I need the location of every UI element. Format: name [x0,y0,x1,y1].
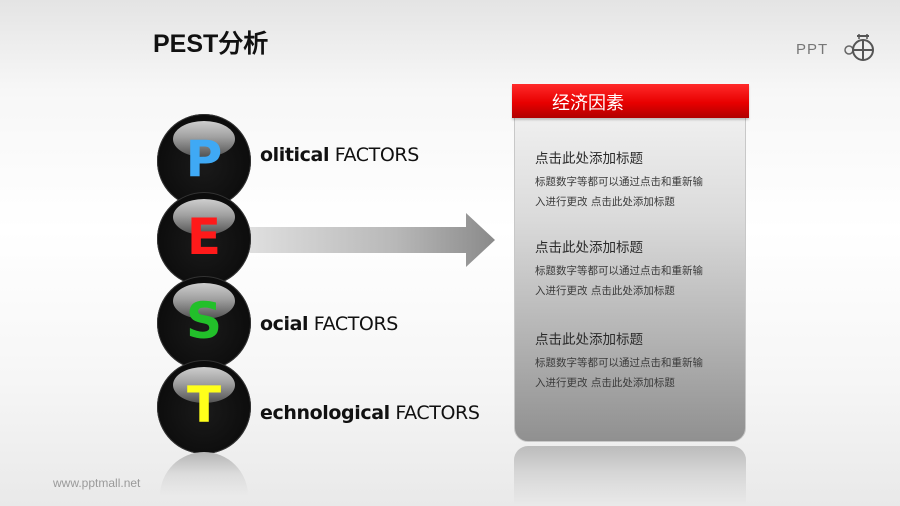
panel-item-desc[interactable]: 标题数字等都可以通过点击和重新输 入进行更改 点击此处添加标题 [535,353,735,393]
ball-letter: E [186,208,222,266]
ball-letter: T [186,376,222,434]
arrow-right-icon [246,213,495,267]
panel-item-desc[interactable]: 标题数字等都可以通过点击和重新输 入进行更改 点击此处添加标题 [535,172,735,212]
factor-label-bold: olitical [260,144,330,166]
panel-item-desc[interactable]: 标题数字等都可以通过点击和重新输 入进行更改 点击此处添加标题 [535,261,735,301]
page-title: PEST分析 [153,30,269,58]
panel-item-desc-line: 入进行更改 点击此处添加标题 [535,196,675,208]
panel-item-desc-line: 标题数字等都可以通过点击和重新输 [535,265,703,277]
detail-panel [514,100,746,442]
pest-ball-e: E [157,192,251,286]
ball-gloss [173,367,235,403]
panel-item-title[interactable]: 点击此处添加标题 [535,332,643,348]
ball-gloss [173,121,235,157]
footer-url: www.pptmall.net [53,476,141,490]
panel-item-title[interactable]: 点击此处添加标题 [535,240,643,256]
panel-item-title[interactable]: 点击此处添加标题 [535,151,643,167]
ball-reflection [160,452,248,496]
factor-label-political: olitical FACTORS [260,144,419,166]
panel-item[interactable]: 点击此处添加标题 标题数字等都可以通过点击和重新输 入进行更改 点击此处添加标题 [535,150,735,212]
panel-item[interactable]: 点击此处添加标题 标题数字等都可以通过点击和重新输 入进行更改 点击此处添加标题 [535,331,735,393]
panel-item-desc-line: 入进行更改 点击此处添加标题 [535,285,675,297]
panel-item[interactable]: 点击此处添加标题 标题数字等都可以通过点击和重新输 入进行更改 点击此处添加标题 [535,239,735,301]
panel-item-desc-line: 标题数字等都可以通过点击和重新输 [535,176,703,188]
factor-label-bold: ocial [260,313,309,335]
logo-mark-icon [844,34,874,61]
factor-label-technological: echnological FACTORS [260,402,480,424]
factor-label-social: ocial FACTORS [260,313,398,335]
panel-item-desc-line: 入进行更改 点击此处添加标题 [535,377,675,389]
panel-reflection [514,446,746,506]
brand-logo: PPT [796,33,876,63]
ball-gloss [173,199,235,235]
factor-label-rest: FACTORS [308,313,399,335]
factor-label-rest: FACTORS [389,402,480,424]
ball-gloss [173,283,235,319]
pest-ball-p: P [157,114,251,208]
factor-label-bold: echnological [260,402,390,424]
panel-item-desc-line: 标题数字等都可以通过点击和重新输 [535,357,703,369]
pest-ball-t: T [157,360,251,454]
panel-header-title: 经济因素 [552,93,624,114]
pest-ball-s: S [157,276,251,370]
ball-letter: S [185,292,222,350]
logo-text: PPT [796,41,829,58]
factor-label-rest: FACTORS [329,144,420,166]
panel-header: 经济因素 [512,84,749,118]
ball-letter: P [185,130,223,188]
